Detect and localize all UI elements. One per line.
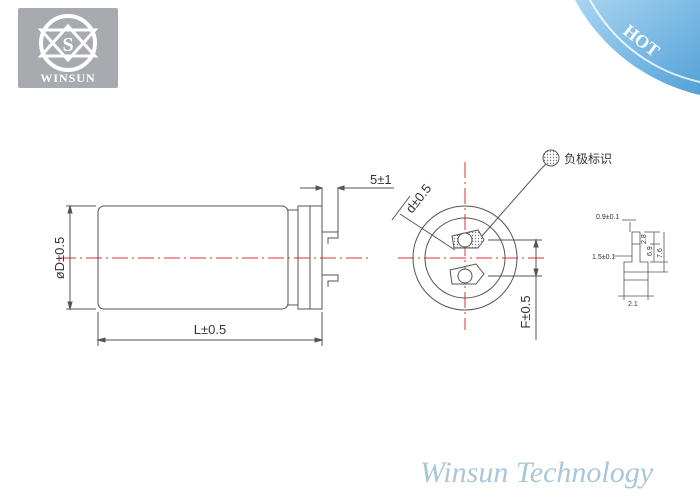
- polarity-label: 负极标识: [564, 152, 612, 166]
- pitch-arrowhead-top: [533, 238, 539, 248]
- length-arrowhead-left: [96, 337, 106, 343]
- terminal-upper: [322, 231, 339, 244]
- side-view: [60, 185, 394, 346]
- polarity-marker-icon: [542, 149, 560, 167]
- logo-triangle-icon: [37, 28, 99, 63]
- end-view-inner-circle: [424, 217, 506, 299]
- logo-ring: [39, 14, 97, 72]
- detail-side-dim-c-label: 7.6: [657, 248, 664, 258]
- footer-company-name: Winsun Technology: [420, 456, 654, 489]
- terminal-detail: [614, 219, 668, 300]
- positive-terminal: [449, 263, 485, 285]
- logo-mark: S: [62, 34, 73, 56]
- detail-top-dim-label: 0.9±0.1: [596, 214, 619, 221]
- logo-brand-name: WINSUN: [40, 71, 95, 85]
- detail-mid-dim-label: 1.5±0.1: [592, 254, 615, 261]
- positive-terminal-hole: [457, 268, 473, 284]
- detail-bottom-dim-label: 2.1: [628, 301, 638, 308]
- hole-dim-tick: [391, 195, 411, 221]
- diameter-arrowhead-top: [67, 204, 73, 214]
- logo-background: [18, 8, 118, 88]
- hole-diameter-label: d±0.5: [403, 181, 435, 216]
- detail-side-dim-b-label: 6.9: [647, 246, 654, 256]
- polarity-leader: [481, 169, 541, 237]
- pitch-label: F±0.5: [518, 295, 533, 328]
- pitch-arrowhead-bottom: [533, 268, 539, 278]
- lead-arrowhead-right: [336, 185, 345, 191]
- diameter-label: øD±0.5: [52, 237, 67, 280]
- detail-pin-body: [623, 244, 649, 273]
- hole-dim-line: [399, 213, 456, 251]
- terminal-lower: [322, 274, 339, 287]
- logo-triangle-icon-inverted: [37, 23, 99, 58]
- end-view-outer-circle: [412, 205, 518, 311]
- detail-pin-top: [631, 231, 641, 245]
- negative-terminal-hole: [457, 232, 473, 248]
- lead-length-label: 5±1: [370, 172, 392, 187]
- length-label: L±0.5: [194, 322, 226, 337]
- polarity-leader-end: [539, 163, 547, 171]
- diameter-arrowhead-bottom: [67, 301, 73, 311]
- end-view: [391, 162, 548, 340]
- hot-badge: HOT: [575, 0, 700, 95]
- lead-arrowhead-left: [315, 185, 324, 191]
- detail-side-dim-a-label: 2.8: [641, 234, 648, 244]
- length-arrowhead-right: [314, 337, 324, 343]
- hot-badge-swoosh: [589, 0, 700, 83]
- winsun-logo: S WINSUN: [18, 8, 118, 88]
